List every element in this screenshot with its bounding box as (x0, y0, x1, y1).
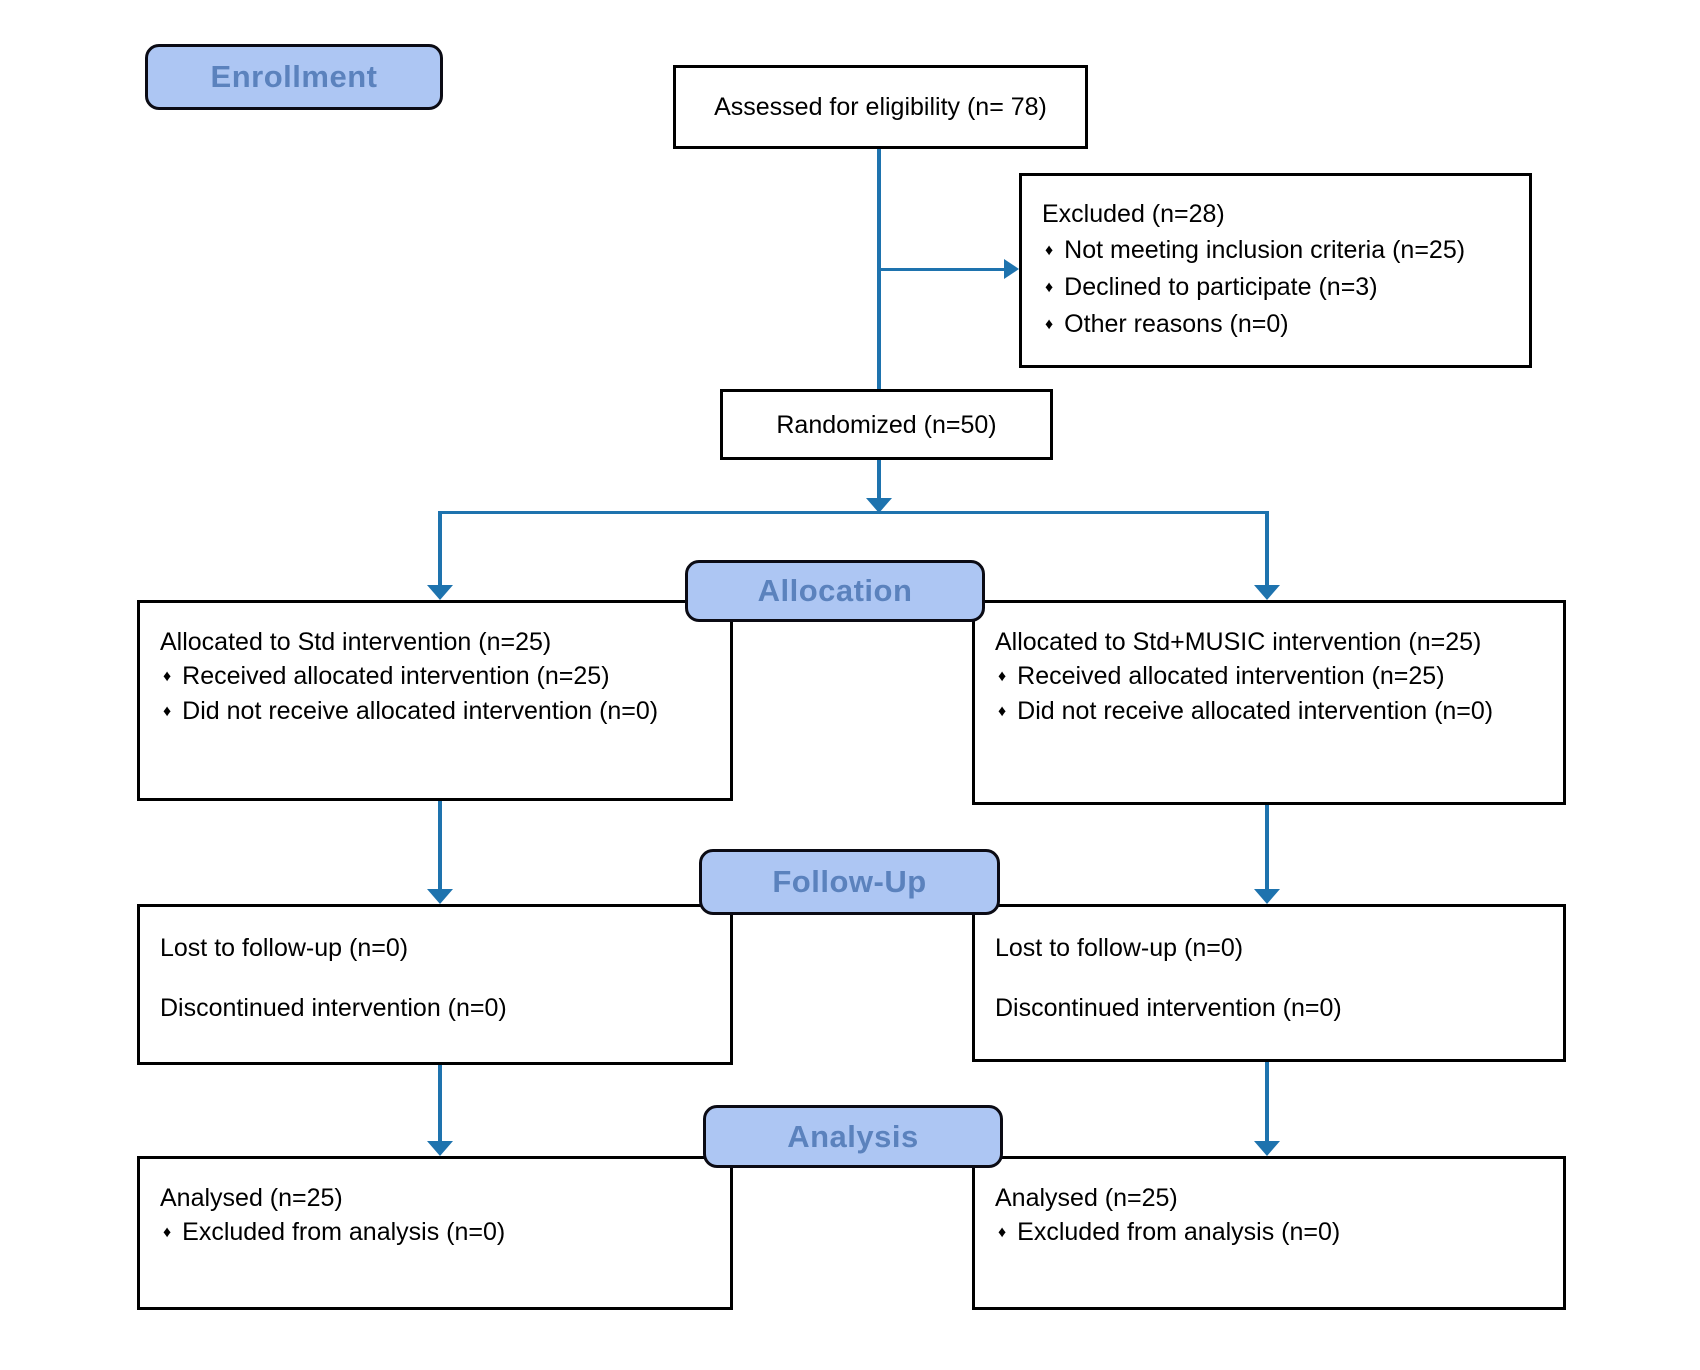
analysis-left-item: ♦Excluded from analysis (n=0) (163, 1218, 506, 1246)
allocation-left-item: ♦Received allocated intervention (n=25) (163, 662, 610, 690)
arrow-followup-to-analysis-left-head (427, 1141, 453, 1156)
analysis-right-box: Analysed (n=25) ♦Excluded from analysis … (972, 1156, 1566, 1310)
arrow-followup-to-analysis-right-head (1254, 1141, 1280, 1156)
arrow-allocation-to-followup-left (438, 801, 442, 890)
diamond-bullet-icon: ♦ (1045, 279, 1054, 296)
arrow-branch-to-allocation-left-head (427, 585, 453, 600)
allocation-right-box: Allocated to Std+MUSIC intervention (n=2… (972, 600, 1566, 805)
arrow-followup-to-analysis-right (1265, 1062, 1269, 1141)
followup-left-line2: Discontinued intervention (n=0) (160, 994, 507, 1022)
allocation-right-title: Allocated to Std+MUSIC intervention (n=2… (995, 628, 1482, 656)
arrow-followup-to-analysis-left (438, 1065, 442, 1141)
followup-right-line2: Discontinued intervention (n=0) (995, 994, 1342, 1022)
excluded-item: ♦Declined to participate (n=3) (1045, 273, 1378, 301)
followup-right-line1: Lost to follow-up (n=0) (995, 934, 1244, 962)
diamond-bullet-icon: ♦ (1045, 242, 1054, 259)
stage-label-followup: Follow-Up (699, 849, 1000, 915)
diamond-bullet-icon: ♦ (163, 703, 172, 720)
arrow-allocation-to-followup-right-head (1254, 889, 1280, 904)
allocation-right-item: ♦Received allocated intervention (n=25) (998, 662, 1445, 690)
stage-label-enrollment: Enrollment (145, 44, 443, 110)
stage-label-allocation: Allocation (685, 560, 985, 622)
randomized-text: Randomized (n=50) (776, 410, 997, 439)
analysis-right-item: ♦Excluded from analysis (n=0) (998, 1218, 1341, 1246)
diamond-bullet-icon: ♦ (1045, 316, 1054, 333)
diamond-bullet-icon: ♦ (998, 668, 1007, 685)
enrollment-label-text: Enrollment (210, 59, 378, 94)
excluded-item: ♦Other reasons (n=0) (1045, 310, 1289, 338)
analysis-label-text: Analysis (787, 1118, 919, 1154)
followup-right-box: Lost to follow-up (n=0) Discontinued int… (972, 904, 1566, 1062)
assessed-box: Assessed for eligibility (n= 78) (673, 65, 1088, 149)
arrow-branch-to-allocation-right (1265, 511, 1269, 587)
followup-label-text: Follow-Up (772, 864, 927, 899)
excluded-title: Excluded (n=28) (1042, 200, 1225, 228)
allocation-left-item: ♦Did not receive allocated intervention … (163, 697, 659, 725)
analysis-left-box: Analysed (n=25) ♦Excluded from analysis … (137, 1156, 733, 1310)
arrow-randomized-to-branch (877, 460, 881, 500)
arrow-to-excluded-line (879, 268, 1005, 271)
branch-line (440, 511, 1268, 514)
diamond-bullet-icon: ♦ (998, 1224, 1007, 1241)
arrow-allocation-to-followup-right (1265, 805, 1269, 890)
allocation-right-item: ♦Did not receive allocated intervention … (998, 697, 1494, 725)
allocation-left-box: Allocated to Std intervention (n=25) ♦Re… (137, 600, 733, 801)
diamond-bullet-icon: ♦ (163, 1224, 172, 1241)
followup-left-line1: Lost to follow-up (n=0) (160, 934, 409, 962)
arrow-branch-to-allocation-right-head (1254, 585, 1280, 600)
arrow-randomized-to-branch-head (866, 498, 892, 513)
assessed-text: Assessed for eligibility (n= 78) (714, 93, 1047, 121)
excluded-item: ♦Not meeting inclusion criteria (n=25) (1045, 236, 1466, 264)
diamond-bullet-icon: ♦ (998, 703, 1007, 720)
followup-left-box: Lost to follow-up (n=0) Discontinued int… (137, 904, 733, 1065)
allocation-label-text: Allocation (757, 573, 913, 608)
arrow-branch-to-allocation-left (438, 511, 442, 587)
analysis-right-title: Analysed (n=25) (995, 1184, 1178, 1212)
excluded-box: Excluded (n=28) ♦Not meeting inclusion c… (1019, 173, 1532, 368)
stage-label-analysis: Analysis (703, 1105, 1003, 1168)
analysis-left-title: Analysed (n=25) (160, 1184, 343, 1212)
arrow-to-excluded-head (1004, 259, 1019, 279)
arrow-allocation-to-followup-left-head (427, 889, 453, 904)
randomized-box: Randomized (n=50) (720, 389, 1053, 460)
diamond-bullet-icon: ♦ (163, 668, 172, 685)
allocation-left-title: Allocated to Std intervention (n=25) (160, 628, 552, 656)
